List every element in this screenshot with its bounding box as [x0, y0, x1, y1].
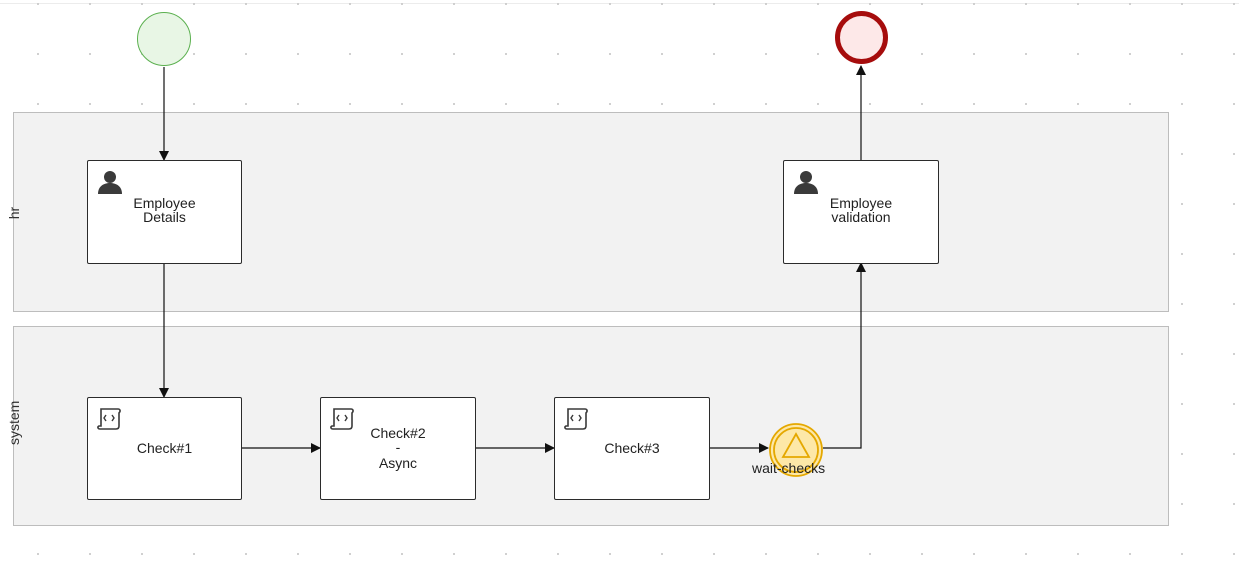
task-employee-validation[interactable]: Employee validation	[783, 160, 939, 264]
wait-checks-label: wait-checks	[752, 460, 826, 476]
signal-triangle-icon	[781, 432, 811, 458]
task-label-line2: Details	[143, 209, 186, 225]
task-label-line3: Async	[378, 455, 418, 471]
flow-wait-checks-to-employee-validation	[823, 262, 866, 449]
script-icon	[330, 408, 354, 430]
end-event[interactable]	[835, 11, 888, 64]
user-icon	[794, 171, 818, 194]
task-label: Check#1	[136, 440, 193, 456]
task-employee-details[interactable]: Employee Details	[87, 160, 242, 264]
task-check3[interactable]: Check#3	[554, 397, 710, 500]
task-check1[interactable]: Check#1	[87, 397, 242, 500]
start-event[interactable]	[137, 12, 191, 66]
wait-checks-signal-event[interactable]	[768, 422, 824, 478]
task-label-line1: Employee	[133, 195, 196, 211]
script-icon	[564, 408, 588, 430]
task-label: Check#3	[604, 440, 660, 456]
task-label-line2: -	[395, 439, 401, 455]
task-label-line2: validation	[831, 209, 891, 225]
task-check2[interactable]: Check#2 - Async	[320, 397, 476, 500]
script-icon	[97, 408, 121, 430]
task-label-line1: Check#2	[370, 425, 426, 441]
user-icon	[98, 171, 122, 194]
task-label-line1: Employee	[829, 195, 893, 211]
